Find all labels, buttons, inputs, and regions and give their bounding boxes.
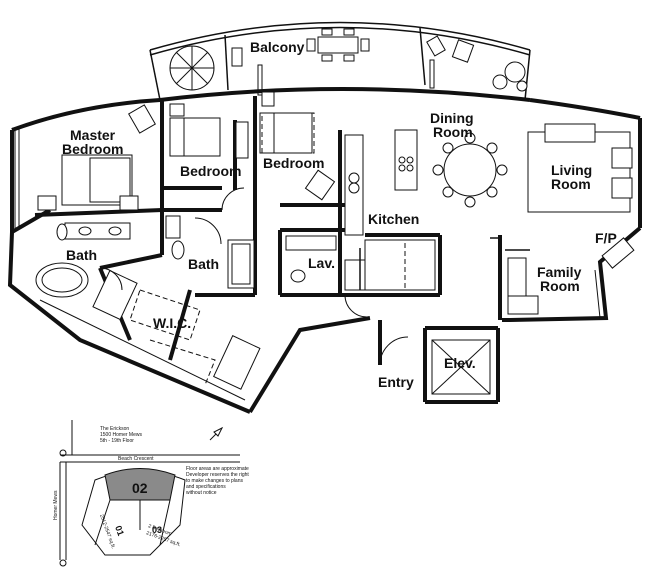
label-living-2: Room	[551, 176, 591, 192]
fireplace-icon	[601, 237, 635, 269]
label-bath-master: Bath	[66, 247, 97, 263]
unit-02-highlight	[104, 468, 176, 501]
dining-table-icon	[443, 143, 497, 197]
lav-vanity-icon	[285, 235, 337, 251]
north-arrow-icon	[209, 426, 224, 441]
label-lav: Lav.	[308, 255, 335, 271]
master-chair-icon	[128, 104, 156, 134]
lav-room	[285, 235, 337, 283]
sofa-icon	[544, 123, 596, 143]
master-bath	[35, 222, 138, 321]
svg-text:Developer reserves the right: Developer reserves the right	[186, 472, 249, 478]
balcony-area	[149, 21, 531, 101]
shower-icon	[92, 269, 138, 321]
keyplan-unit-01: 01	[113, 524, 126, 537]
room-labels: Balcony Master Bedroom Bedroom Bedroom D…	[62, 39, 617, 390]
label-living-1: Living	[551, 162, 592, 178]
label-family-1: Family	[537, 264, 582, 280]
master-bedroom	[14, 104, 156, 230]
keyplan-street-top: Beach Crescent	[118, 456, 154, 462]
label-dining-2: Room	[433, 124, 473, 140]
kitchen-cabinet-icon	[364, 239, 436, 291]
entry-area	[379, 336, 491, 395]
label-kitchen: Kitchen	[368, 211, 419, 227]
armchair-icon	[611, 147, 633, 169]
label-fp: F/P	[595, 230, 617, 246]
bedroom-a	[169, 103, 249, 211]
keyplan-unit-02: 02	[132, 480, 148, 496]
svg-text:to make changes to plans: to make changes to plans	[186, 478, 243, 484]
bedroom-chair-icon	[304, 169, 336, 201]
keyplan-unit-01-area: 2512-2547 sq.ft.	[98, 514, 116, 550]
desk-icon-a	[235, 121, 249, 159]
label-dining-1: Dining	[430, 110, 474, 126]
keyplan-unit-03: 03	[152, 525, 162, 535]
key-plan: The Erickson 1500 Homer Mews 5th - 19th …	[53, 420, 249, 567]
label-bedroom-b: Bedroom	[263, 155, 324, 171]
keyplan-floors: 5th - 19th Floor	[100, 438, 134, 444]
family-area	[490, 237, 635, 319]
label-family-2: Room	[540, 278, 580, 294]
keyplan-notes: Floor areas are approximate Developer re…	[186, 466, 249, 496]
label-entry: Entry	[378, 374, 414, 390]
bathtub-icon	[35, 262, 89, 298]
label-master-bedroom-2: Bedroom	[62, 141, 123, 157]
label-master-bedroom-1: Master	[70, 127, 116, 143]
chair-icon	[231, 47, 243, 67]
vanity-icon	[64, 222, 131, 240]
label-wic: W.I.C.	[153, 315, 191, 331]
bedroom-b	[259, 91, 336, 201]
toilet-icon-master	[56, 223, 68, 241]
toilet-icon-second	[171, 240, 185, 260]
kitchen-counter-icon	[344, 134, 364, 236]
label-balcony: Balcony	[250, 39, 305, 55]
dining-area	[432, 132, 508, 208]
keyplan-street-side: Homer Mews	[53, 490, 59, 520]
wic-dresser-icon	[213, 335, 261, 390]
second-bath	[165, 215, 255, 289]
keyplan-building: The Erickson	[100, 426, 129, 432]
label-bath-second: Bath	[188, 256, 219, 272]
kitchen-island-icon	[394, 129, 418, 191]
walk-in-closet	[39, 289, 261, 401]
lav-toilet-icon	[290, 269, 306, 283]
plant-icon-right	[504, 61, 526, 83]
svg-text:without notice: without notice	[186, 490, 217, 496]
balcony-table-icon	[317, 36, 359, 54]
keyplan-address: 1500 Homer Mews	[100, 432, 142, 438]
svg-text:Floor areas are approximate: Floor areas are approximate	[186, 466, 249, 472]
svg-text:and specifications: and specifications	[186, 484, 226, 490]
living-area	[527, 123, 633, 213]
kitchen-area	[344, 129, 436, 318]
lounge-chair-icon	[426, 35, 446, 57]
label-elevator: Elev.	[444, 355, 476, 371]
elevator-icon	[431, 339, 491, 395]
label-bedroom-a: Bedroom	[180, 163, 241, 179]
